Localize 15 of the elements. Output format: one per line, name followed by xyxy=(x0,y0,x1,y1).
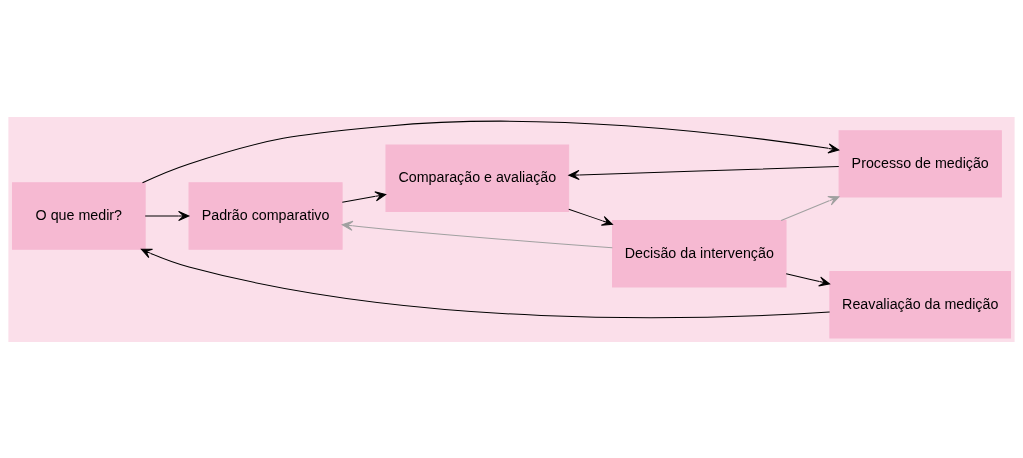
arrow xyxy=(140,248,831,318)
node-box: O que medir? xyxy=(11,181,146,250)
arrow xyxy=(144,210,190,221)
arrow xyxy=(341,190,387,203)
arrow xyxy=(780,195,840,221)
arrow xyxy=(568,165,840,180)
node-box: Reavaliação da medição xyxy=(829,270,1012,338)
arrow xyxy=(341,220,613,248)
arrow xyxy=(568,208,613,226)
node-box: Comparação e avaliação xyxy=(385,144,570,212)
node-box: Decisão da intervenção xyxy=(612,219,787,287)
arrow xyxy=(142,120,840,183)
node-box: Padrão comparativo xyxy=(188,181,343,250)
node-box: Processo de medição xyxy=(838,129,1002,198)
arrow xyxy=(785,272,831,287)
